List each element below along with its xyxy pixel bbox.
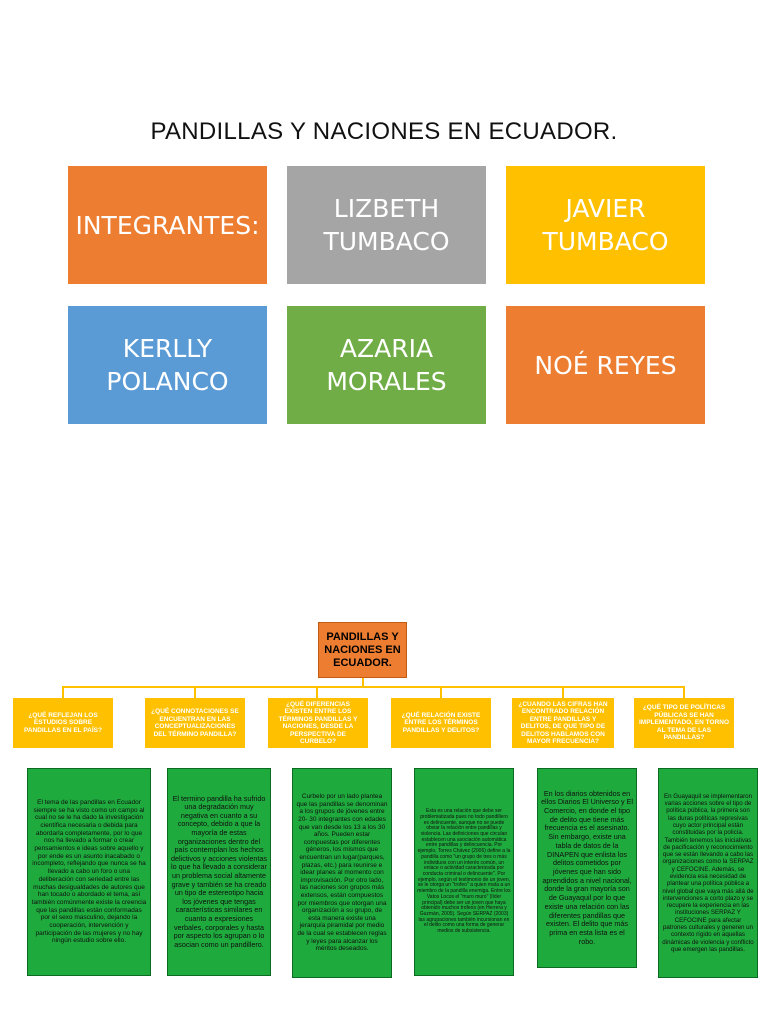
answer-text-1: El tema de las pandillas en Ecuador siem… — [31, 798, 147, 945]
answer-box-2: El termino pandilla ha sufrido una degra… — [167, 768, 271, 976]
question-box-5: ¿CUANDO LAS CIFRAS HAN ENCONTRADO RELACI… — [512, 698, 614, 748]
member-tile-javier-tumbaco: JAVIER TUMBACO — [506, 166, 705, 284]
connector-root-stem — [362, 678, 364, 686]
answer-text-3: Curbelo por un lado plantea que las pand… — [296, 793, 388, 953]
concept-map-root: PANDILLAS Y NACIONES EN ECUADOR. — [318, 622, 407, 678]
connector-q4 — [440, 686, 442, 698]
answer-box-1: El tema de las pandillas en Ecuador siem… — [27, 768, 151, 976]
question-box-2: ¿QUÉ CONNOTACIONES SE ENCUENTRAN EN LAS … — [145, 698, 245, 748]
question-box-3: ¿QUÉ DIFERENCIAS EXISTEN ENTRE LOS TÉRMI… — [268, 698, 368, 748]
page-title: PANDILLAS Y NACIONES EN ECUADOR. — [150, 118, 618, 145]
answer-box-5: En los diarios obtenidos en ellos Diario… — [537, 768, 637, 968]
answer-text-4: Esta es una relación que debe ser proble… — [417, 808, 511, 935]
answer-text-2: El termino pandilla ha sufrido una degra… — [171, 793, 267, 949]
member-tile-noe-reyes: NOÉ REYES — [506, 306, 705, 424]
answer-text-6: En Guayaquil se implementaron varias acc… — [662, 792, 754, 953]
connector-q3 — [316, 686, 318, 698]
member-tile-kerlly-polanco: KERLLY POLANCO — [68, 306, 267, 424]
connector-q6 — [683, 686, 685, 698]
member-tile-azaria-morales: AZARIA MORALES — [287, 306, 486, 424]
question-box-1: ¿QUÉ REFLEJAN LOS ESTUDIOS SOBRE PANDILL… — [13, 698, 113, 748]
connector-q5 — [562, 686, 564, 698]
answer-box-4: Esta es una relación que debe ser proble… — [414, 768, 514, 976]
member-tile-lizbeth-tumbaco: LIZBETH TUMBACO — [287, 166, 486, 284]
integrantes-tile: INTEGRANTES: — [68, 166, 267, 284]
connector-q2 — [194, 686, 196, 698]
connector-horizontal — [62, 686, 684, 688]
connector-q1 — [62, 686, 64, 698]
answer-text-5: En los diarios obtenidos en ellos Diario… — [541, 788, 633, 946]
question-box-6: ¿QUÉ TIPO DE POLÍTICAS PÚBLICAS SE HAN I… — [634, 698, 734, 748]
question-box-4: ¿QUÉ RELACIÓN EXISTE ENTRE LOS TÉRMINOS … — [391, 698, 491, 748]
answer-box-6: En Guayaquil se implementaron varias acc… — [658, 768, 758, 978]
answer-box-3: Curbelo por un lado plantea que las pand… — [292, 768, 392, 978]
